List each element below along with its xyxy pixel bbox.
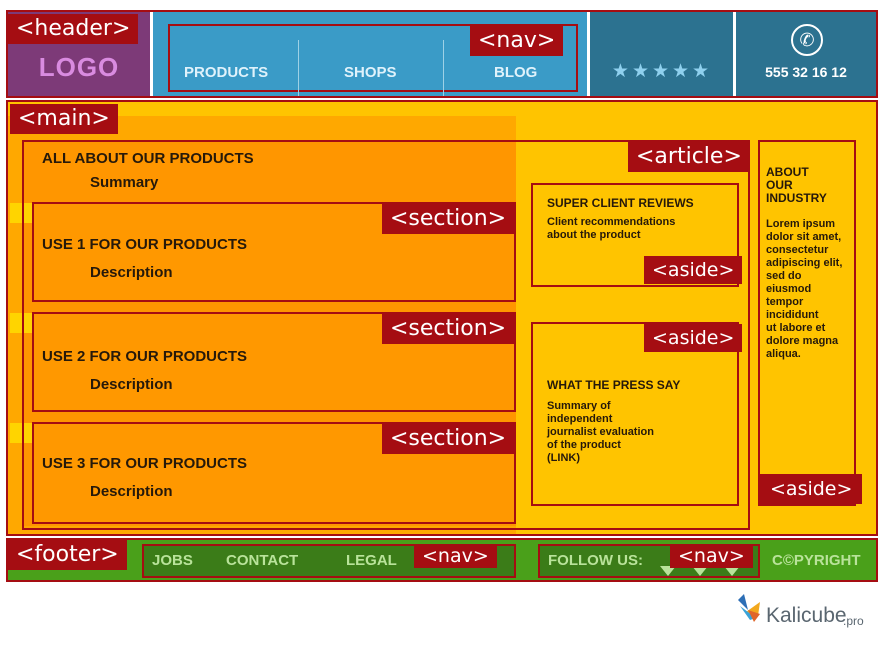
aside-reviews-text: about the product (547, 229, 641, 241)
aside-industry-text: ut labore et (766, 322, 826, 334)
aside-industry (758, 140, 856, 506)
social-chevrons-icon[interactable] (654, 560, 750, 578)
aside-industry-title: ABOUT (766, 165, 809, 179)
aside-industry-text: sed do (766, 270, 802, 282)
section-1-title: USE 1 FOR OUR PRODUCTS (42, 236, 248, 253)
aside-press-link[interactable]: (LINK) (547, 452, 580, 464)
divider (733, 12, 736, 96)
footer-link-jobs[interactable]: JOBS (152, 552, 193, 569)
aside-press-title: WHAT THE PRESS SAY (547, 378, 681, 392)
header-tag-label: <header> (8, 14, 139, 44)
nav-divider (298, 40, 299, 96)
follow-us-label: FOLLOW US: (548, 552, 643, 569)
aside-industry-tag-label: <aside> (760, 474, 863, 504)
nav-link-products[interactable]: PRODUCTS (184, 64, 269, 81)
copyright: C©PYRIGHT (772, 552, 861, 569)
aside-industry-text: Lorem ipsum (766, 218, 836, 230)
nav-link-shops[interactable]: SHOPS (344, 64, 397, 81)
kalicube-brand-suffix: .pro (843, 614, 864, 628)
phone-number[interactable]: 555 32 16 12 (765, 64, 847, 80)
aside-industry-text: dolore magna (766, 335, 839, 347)
header-nav (168, 24, 578, 92)
section-3-tag-label: <section> (382, 424, 515, 454)
aside-reviews-text: Client recommendations (547, 216, 676, 228)
article-title: ALL ABOUT OUR PRODUCTS (42, 150, 254, 167)
aside-press-text: independent (547, 413, 613, 425)
article-summary: Summary (90, 174, 159, 191)
section-2-desc: Description (90, 376, 173, 393)
footer-link-contact[interactable]: CONTACT (226, 552, 299, 569)
section-3-title: USE 3 FOR OUR PRODUCTS (42, 455, 248, 472)
aside-industry-title: INDUSTRY (766, 191, 827, 205)
nav-divider (443, 40, 444, 96)
main-tag-label: <main> (10, 104, 118, 134)
aside-press-tag-label: <aside> (644, 324, 743, 352)
aside-reviews-tag-label: <aside> (644, 256, 743, 284)
aside-industry-text: consectetur (766, 244, 829, 256)
logo[interactable]: LOGO (38, 52, 120, 82)
article-tag-label: <article> (628, 142, 750, 172)
footer-nav-tag-label: <nav> (414, 544, 497, 568)
nav-link-blog[interactable]: BLOG (494, 64, 538, 81)
aside-press (531, 322, 739, 506)
divider (150, 12, 153, 96)
aside-reviews-title: SUPER CLIENT REVIEWS (547, 196, 694, 210)
aside-industry-text: dolor sit amet, (766, 231, 842, 243)
aside-industry-text: tempor (766, 296, 804, 308)
rating-stars: ★★★★★ (611, 61, 713, 82)
rating-area (590, 12, 734, 96)
section-1-tag-label: <section> (382, 204, 515, 234)
aside-industry-text: aliqua. (766, 348, 801, 360)
aside-industry-text: adipiscing elit, (766, 257, 843, 269)
section-3-desc: Description (90, 483, 173, 500)
kalicube-logo-icon (738, 594, 760, 622)
section-1-desc: Description (90, 264, 173, 281)
aside-industry-title: OUR (766, 178, 793, 192)
section-2-title: USE 2 FOR OUR PRODUCTS (42, 348, 248, 365)
section-2-tag-label: <section> (382, 314, 515, 344)
footer-link-legal[interactable]: LEGAL (346, 552, 397, 569)
aside-industry-text: incididunt (766, 309, 819, 321)
nav-tag-label: <nav> (470, 26, 564, 56)
aside-press-text: of the product (547, 439, 621, 451)
aside-industry-text: eiusmod (766, 283, 812, 295)
kalicube-brand: Kalicube (766, 604, 847, 627)
phone-icon[interactable]: ✆ (791, 24, 823, 56)
footer-tag-label: <footer> (8, 540, 127, 570)
aside-press-text: journalist evaluation (547, 426, 654, 438)
article-box (22, 140, 750, 530)
aside-press-text: Summary of (547, 400, 611, 412)
footer-social-nav-tag-label: <nav> (670, 544, 753, 568)
divider (587, 12, 590, 96)
